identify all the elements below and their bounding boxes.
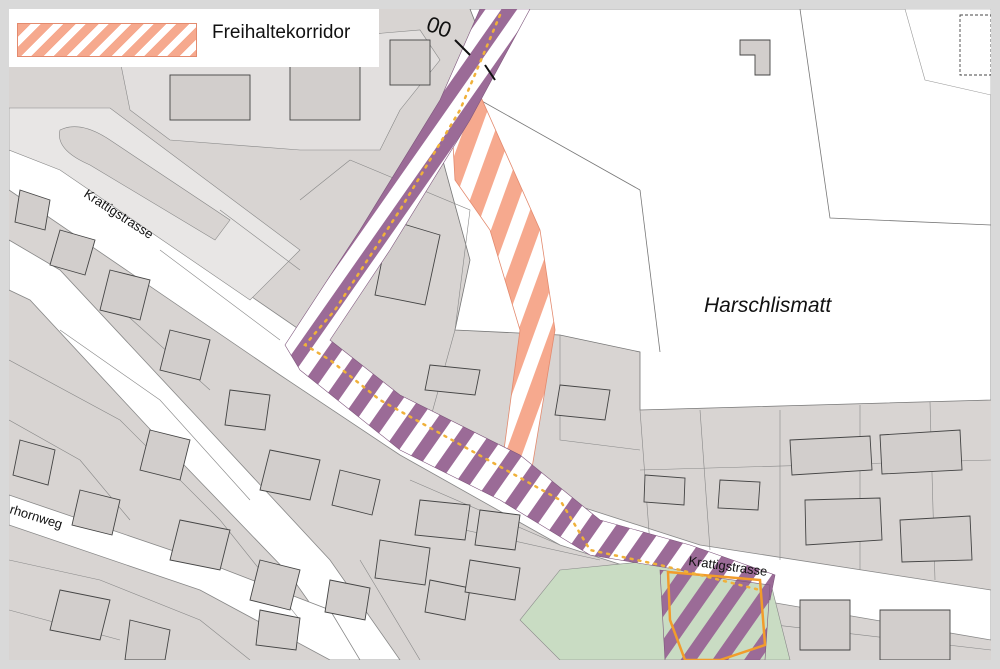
buildings [12, 14, 991, 660]
legend-label: Freihaltekorridor [212, 22, 351, 43]
map-svg: Krattigstrasse Krattigstrasse rhornweg H… [9, 9, 991, 660]
map-canvas[interactable]: Krattigstrasse Krattigstrasse rhornweg H… [9, 9, 991, 660]
legend-swatch [17, 23, 197, 57]
top-ticks [454, 39, 496, 81]
park-outline [666, 570, 767, 660]
area-label-harschlismatt: Harschlismatt [704, 294, 832, 317]
side-road [9, 239, 401, 660]
legend: Freihaltekorridor [9, 9, 379, 67]
purple-corridor-park [659, 569, 771, 660]
purple-corridor [284, 9, 776, 601]
dotted-route [303, 13, 762, 592]
